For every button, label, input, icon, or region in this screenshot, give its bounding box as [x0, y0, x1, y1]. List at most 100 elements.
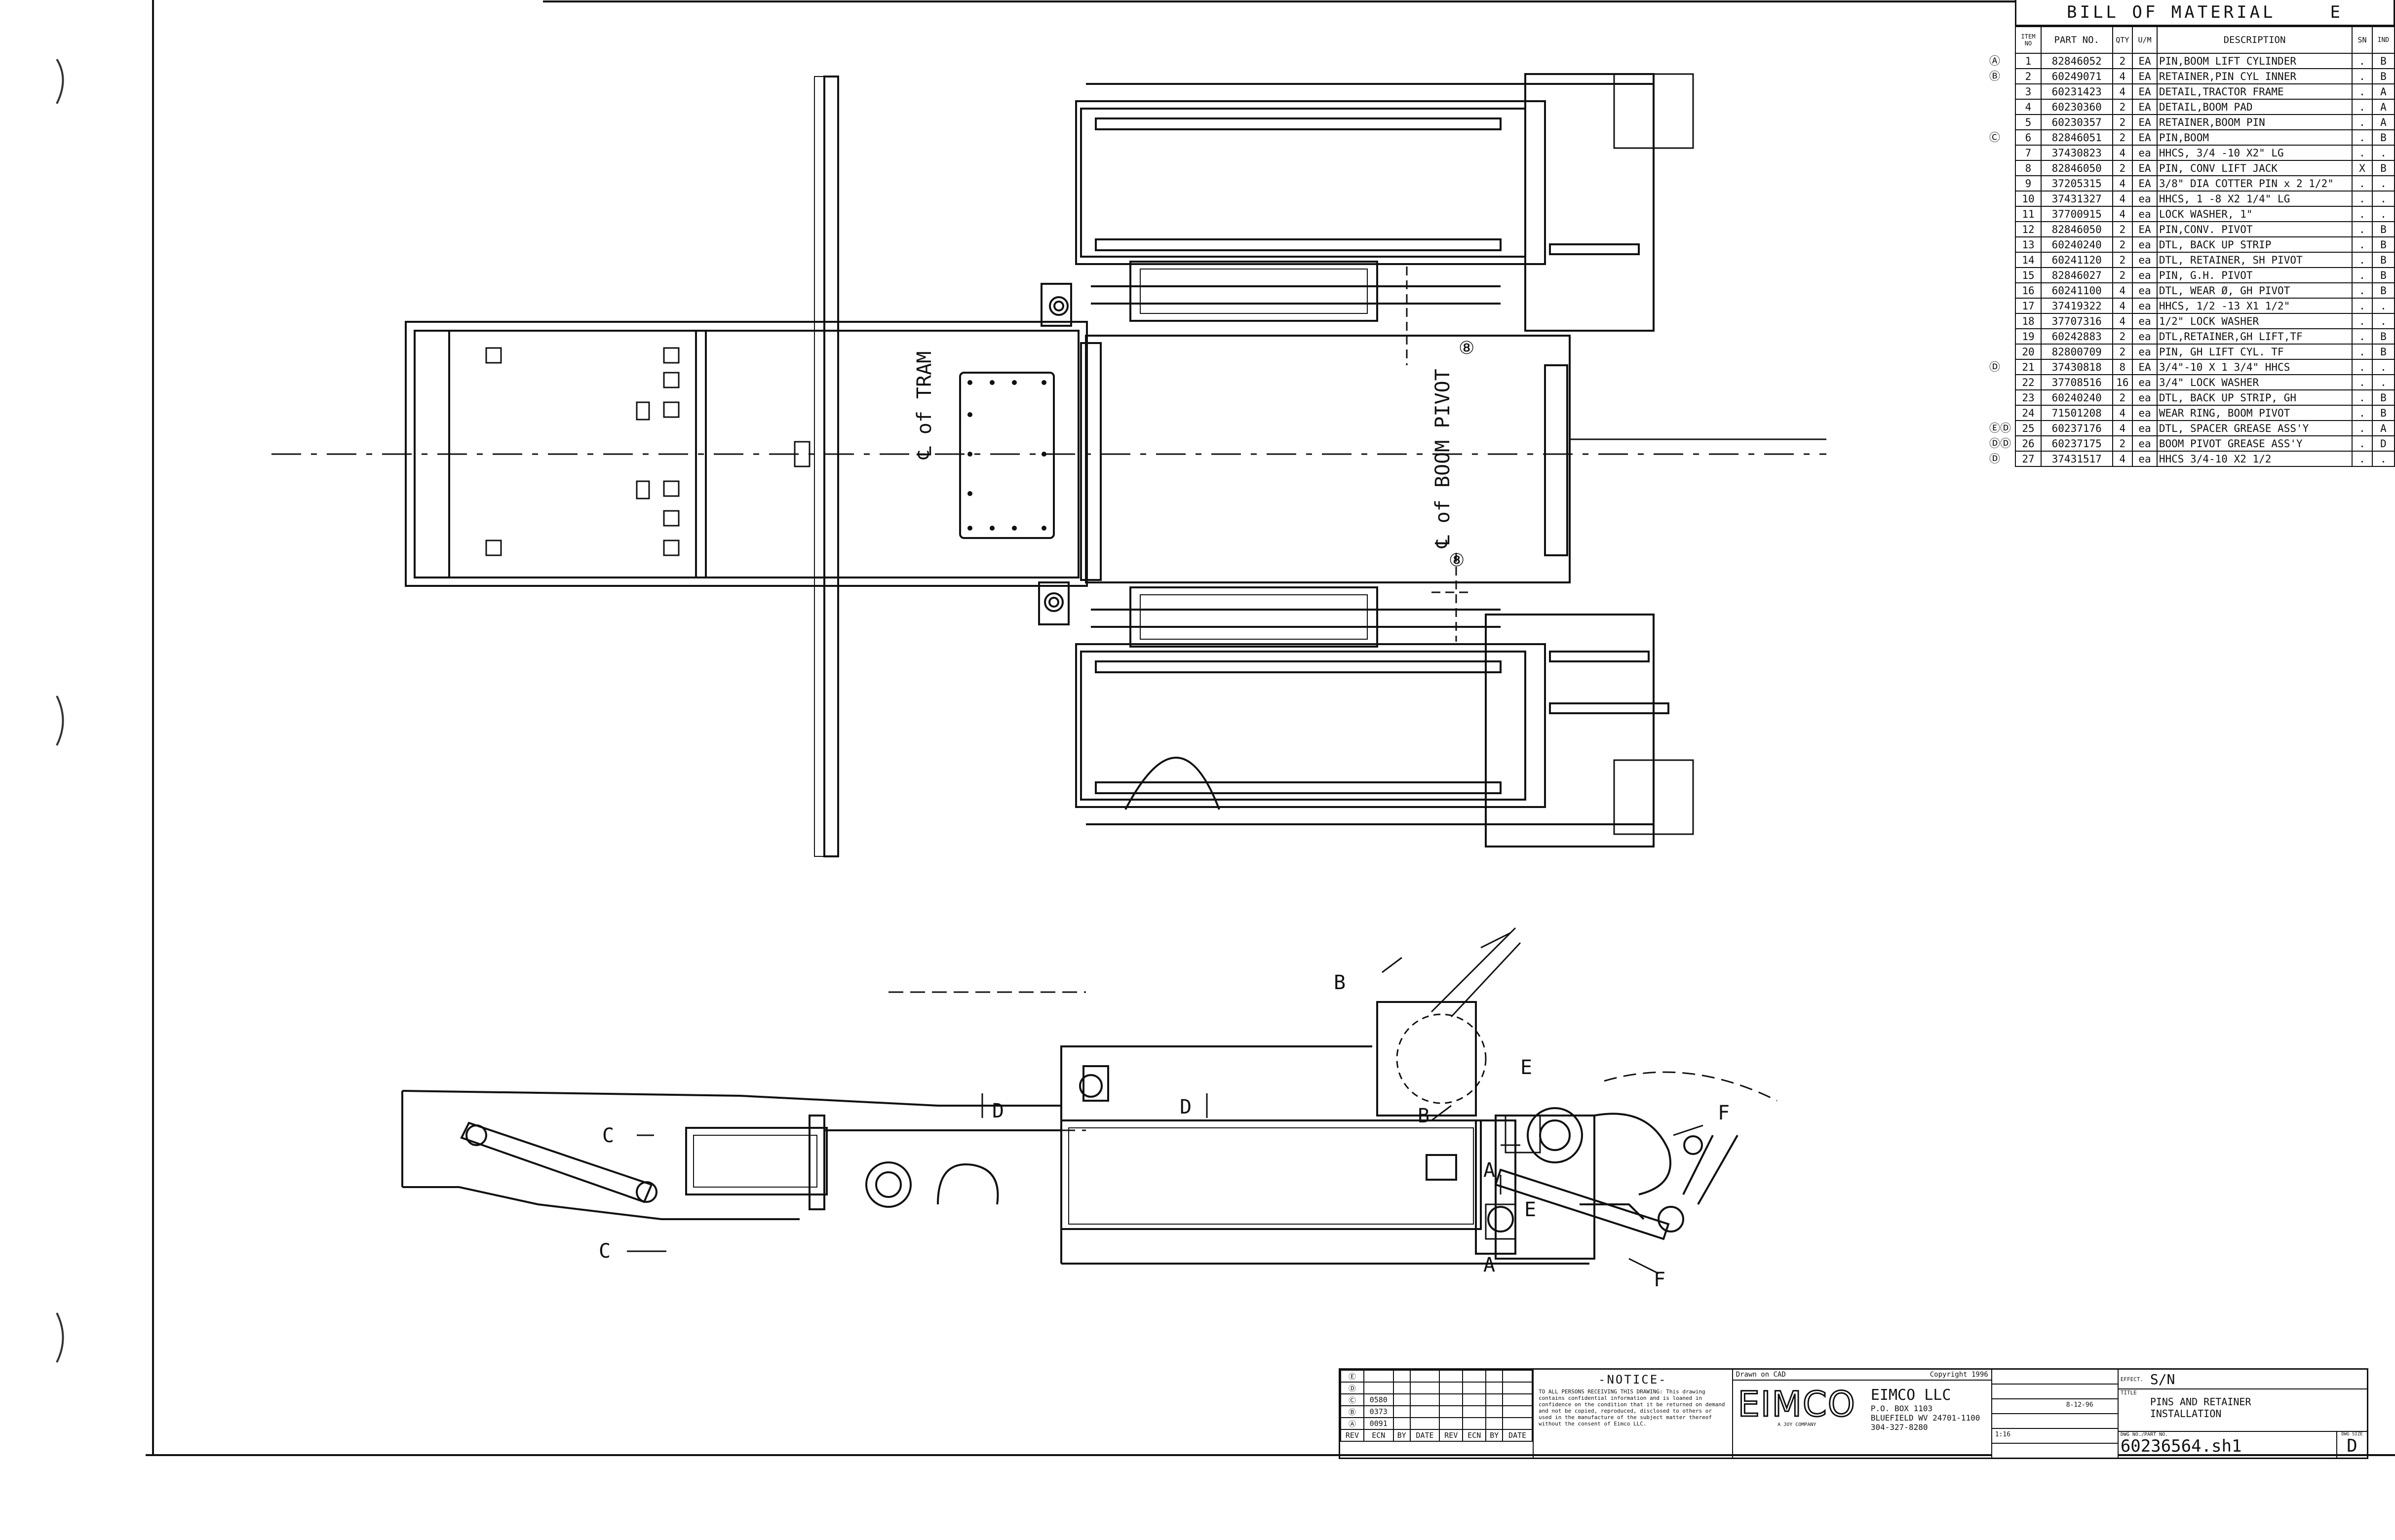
bom-cell-part-no: 60230360 [2040, 99, 2113, 115]
bom-cell-sn: . [2352, 359, 2373, 375]
bom-cell-item: 27 [2015, 451, 2042, 467]
revision-letter: Ⓐ [1340, 1417, 1364, 1430]
bom-cell-description: RETAINER,BOOM PIN [2156, 114, 2353, 130]
bom-cell-description: PIN,BOOM LIFT CYLINDER [2156, 53, 2353, 69]
bom-cell-item: 10 [2015, 191, 2042, 207]
bom-cell-item: 17 [2015, 298, 2042, 314]
approval-block: 1:16 8-12-96 [1992, 1370, 2119, 1458]
revision-ecn-2 [1462, 1405, 1487, 1418]
company-address2: BLUEFIELD WV 24701-1100 [1870, 1413, 1980, 1423]
bom-cell-part-no: 60240240 [2040, 236, 2113, 253]
bom-title-text: BILL OF MATERIAL [2067, 2, 2276, 22]
bom-cell-ind: B [2371, 68, 2395, 84]
dwg-size: D [2347, 1436, 2357, 1456]
bom-cell-description: DTL, BACK UP STRIP, GH [2156, 389, 2353, 406]
bom-cell-qty: 4 [2112, 313, 2133, 329]
dwg-number: 60236564.sh1 [2120, 1436, 2242, 1456]
revision-ecn: 0373 [1363, 1405, 1394, 1418]
revision-by [1392, 1417, 1411, 1430]
bom-cell-um: EA [2132, 114, 2158, 130]
date-col-2: DATE [1502, 1429, 1533, 1442]
bom-cell-ind: B [2371, 328, 2395, 345]
bom-cell-item: 18 [2015, 313, 2042, 329]
bom-cell-ind: D [2371, 435, 2395, 452]
bom-cell-sn: . [2352, 282, 2373, 299]
bom-cell-item: 3 [2015, 83, 2042, 100]
bom-cell-qty: 4 [2112, 420, 2133, 436]
bom-cell-ind: . [2371, 191, 2395, 207]
section-f-upper: F [1718, 1102, 1730, 1124]
bom-cell-ind: . [2371, 206, 2395, 222]
bom-cell-item: 8 [2015, 160, 2042, 176]
bom-cell-sn: . [2352, 53, 2373, 69]
revision-date [1409, 1417, 1440, 1430]
revision-ecn [1363, 1382, 1394, 1394]
dwg-size-label: DWG SIZE [2341, 1432, 2363, 1437]
bom-cell-sn: . [2352, 206, 2373, 222]
bom-cell-sn: . [2352, 267, 2373, 283]
revision-row: Ⓔ [1340, 1370, 1533, 1383]
bom-cell-item: 2 [2015, 68, 2042, 84]
effectivity-label: EFFECT. [2120, 1376, 2144, 1383]
bom-cell-qty: 4 [2112, 83, 2133, 100]
bom-cell-item: 13 [2015, 236, 2042, 253]
bom-cell-item: 25 [2015, 420, 2042, 436]
rev-col-2: REV [1439, 1429, 1464, 1442]
bom-cell-part-no: 37431327 [2040, 191, 2113, 207]
revision-date [1409, 1370, 1440, 1383]
drawing-date: 8-12-96 [2066, 1401, 2093, 1409]
bom-cell-ind: B [2371, 389, 2395, 406]
bom-cell-description: RETAINER,PIN CYL INNER [2156, 68, 2353, 84]
bom-cell-part-no: 60241100 [2040, 282, 2113, 299]
bom-cell-um: ea [2132, 252, 2158, 268]
bom-cell-ind: A [2371, 99, 2395, 115]
bom-cell-part-no: 60237175 [2040, 435, 2113, 452]
bom-cell-um: EA [2132, 359, 2158, 375]
bom-cell-part-no: 60230357 [2040, 114, 2113, 130]
bom-cell-item: 12 [2015, 221, 2042, 237]
revision-letter: Ⓓ [1340, 1382, 1364, 1394]
bom-cell-sn: . [2352, 298, 2373, 314]
bom-cell-ind: B [2371, 221, 2395, 237]
dwg-no-label: DWG NO./PART NO. [2120, 1432, 2168, 1437]
revision-ecn-2 [1462, 1417, 1487, 1430]
bom-cell-description: PIN, GH LIFT CYL. TF [2156, 344, 2353, 360]
section-c-lower: C [599, 1240, 611, 1263]
bom-cell-um: EA [2132, 160, 2158, 176]
bom-cell-um: EA [2132, 129, 2158, 146]
revision-letter: Ⓔ [1340, 1370, 1364, 1383]
section-b-lower: B [1418, 1105, 1430, 1127]
bom-cell-qty: 4 [2112, 175, 2133, 192]
bom-cell-description: DETAIL,TRACTOR FRAME [2156, 83, 2353, 100]
bill-of-material: BILL OF MATERIAL E ITEM NO PART NO. QTY … [2015, 0, 2395, 467]
bom-cell-part-no: 37431517 [2040, 451, 2113, 467]
revision-by-2 [1485, 1382, 1504, 1394]
bom-cell-ind: B [2371, 344, 2395, 360]
bom-cell-qty: 4 [2112, 68, 2133, 84]
section-c-upper: C [602, 1124, 615, 1147]
bom-col-sn: SN [2352, 26, 2373, 54]
bom-cell-description: HHCS 3/4-10 X2 1/2 [2156, 451, 2353, 467]
bom-cell-qty: 4 [2112, 298, 2133, 314]
bom-cell-part-no: 71501208 [2040, 405, 2113, 421]
bom-cell-part-no: 82800709 [2040, 344, 2113, 360]
bom-cell-sn: . [2352, 175, 2373, 192]
bom-cell-qty: 4 [2112, 405, 2133, 421]
bom-cell-item: 16 [2015, 282, 2042, 299]
bom-cell-um: EA [2132, 83, 2158, 100]
section-a-upper: A [1483, 1159, 1496, 1182]
revision-letter-2 [1439, 1417, 1464, 1430]
eimco-logo: EIMCO [1737, 1384, 1856, 1424]
section-d-right: D [1180, 1096, 1192, 1118]
by-col-2: BY [1485, 1429, 1504, 1442]
